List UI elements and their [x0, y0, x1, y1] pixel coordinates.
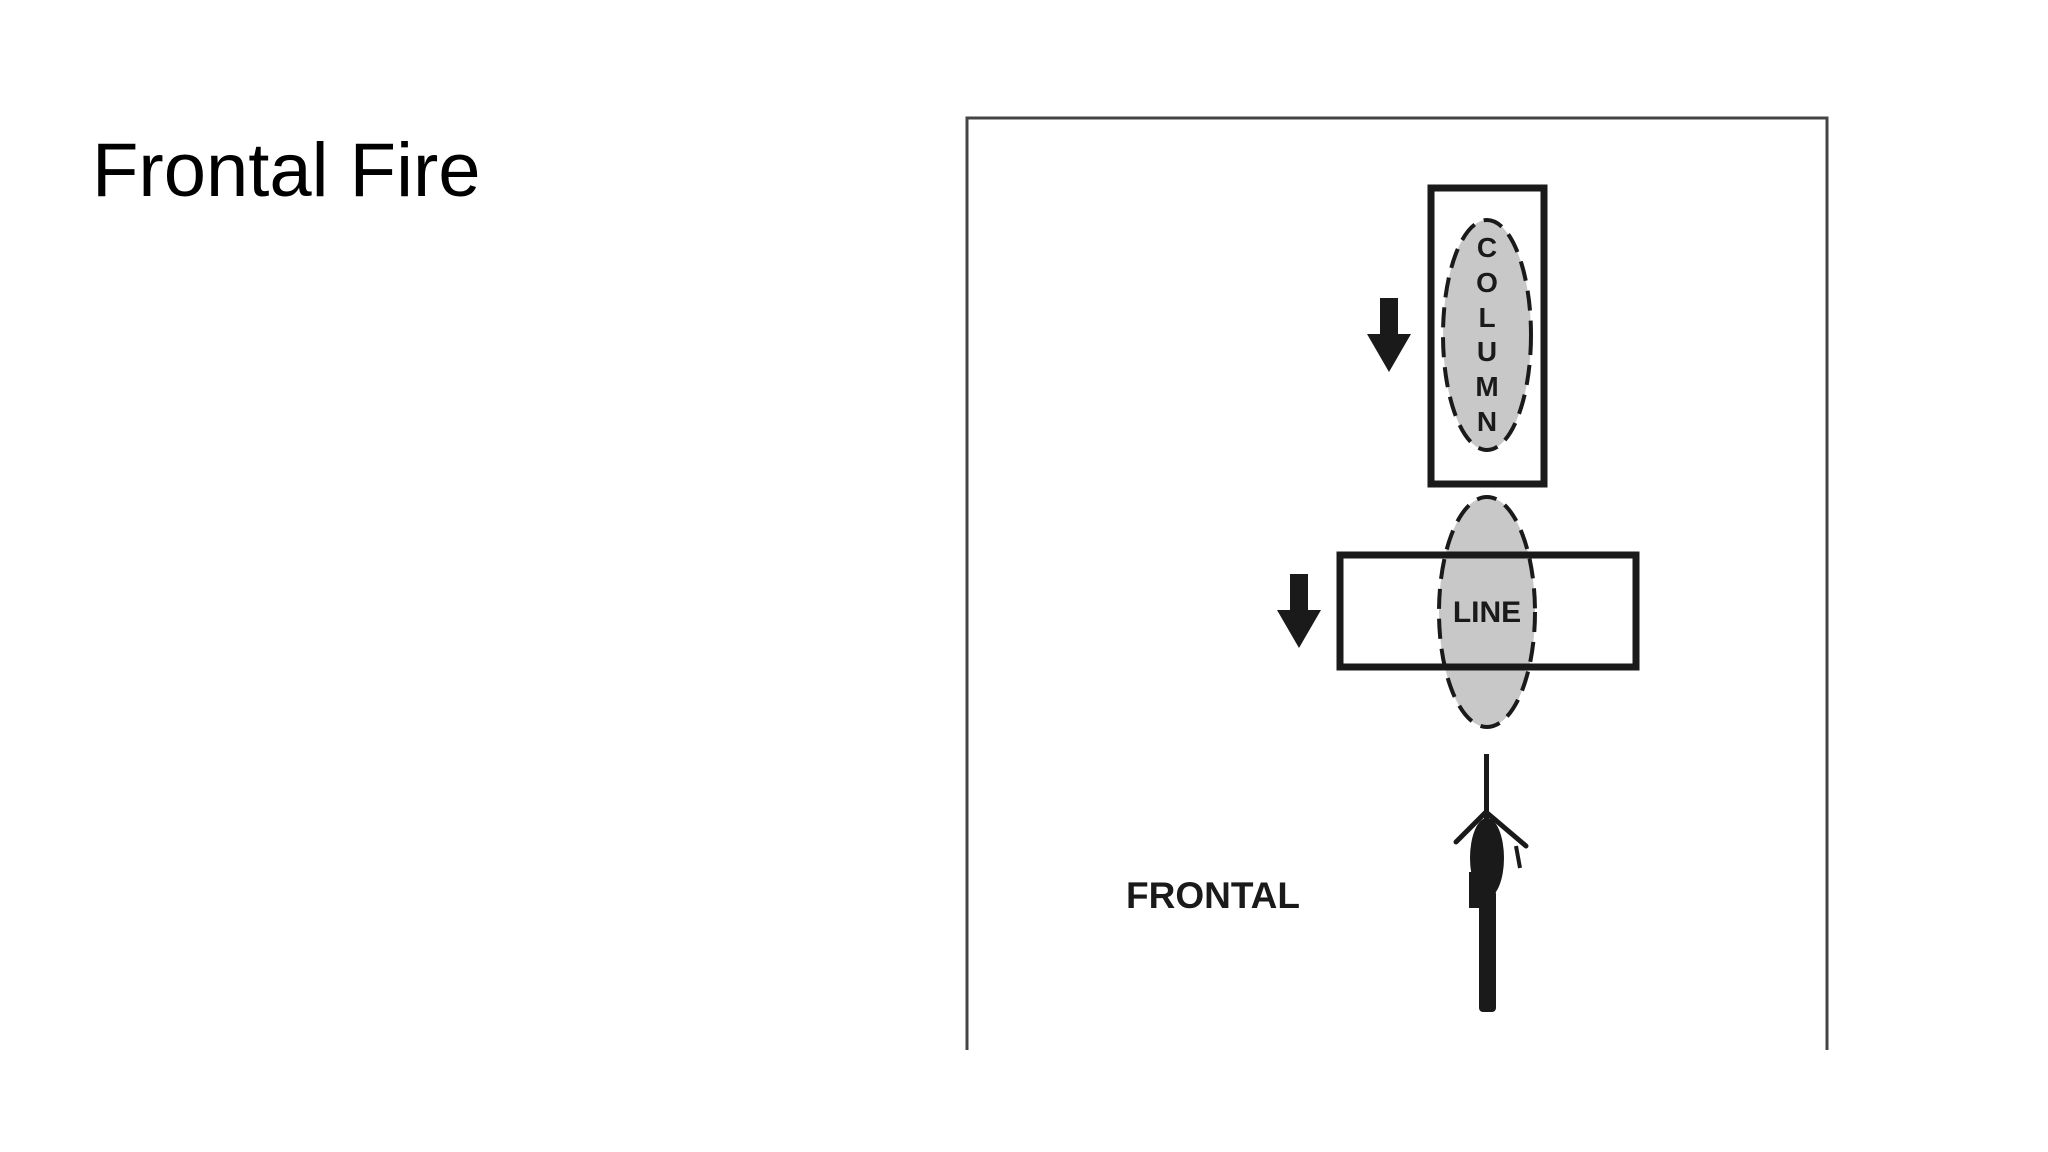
column-letter: O: [1476, 267, 1498, 298]
column-label: C O L U M N: [1475, 232, 1498, 437]
frontal-label: FRONTAL: [1126, 875, 1300, 916]
column-letter: C: [1477, 232, 1497, 263]
diagram-frame: [965, 116, 1829, 1050]
column-letter: M: [1475, 371, 1498, 402]
column-letter: N: [1477, 406, 1497, 437]
column-letter: L: [1478, 302, 1495, 333]
column-letter: U: [1477, 336, 1497, 367]
arrow-down-icon: [1367, 298, 1411, 372]
page-title: Frontal Fire: [92, 128, 481, 213]
soldier-icon: [1453, 754, 1529, 1012]
line-label: LINE: [1453, 596, 1521, 629]
line-formation-box: [1336, 551, 1640, 671]
column-formation-box: [1427, 184, 1548, 488]
column-target-ellipse: [1441, 218, 1533, 452]
arrow-down-icon: [1277, 574, 1321, 648]
